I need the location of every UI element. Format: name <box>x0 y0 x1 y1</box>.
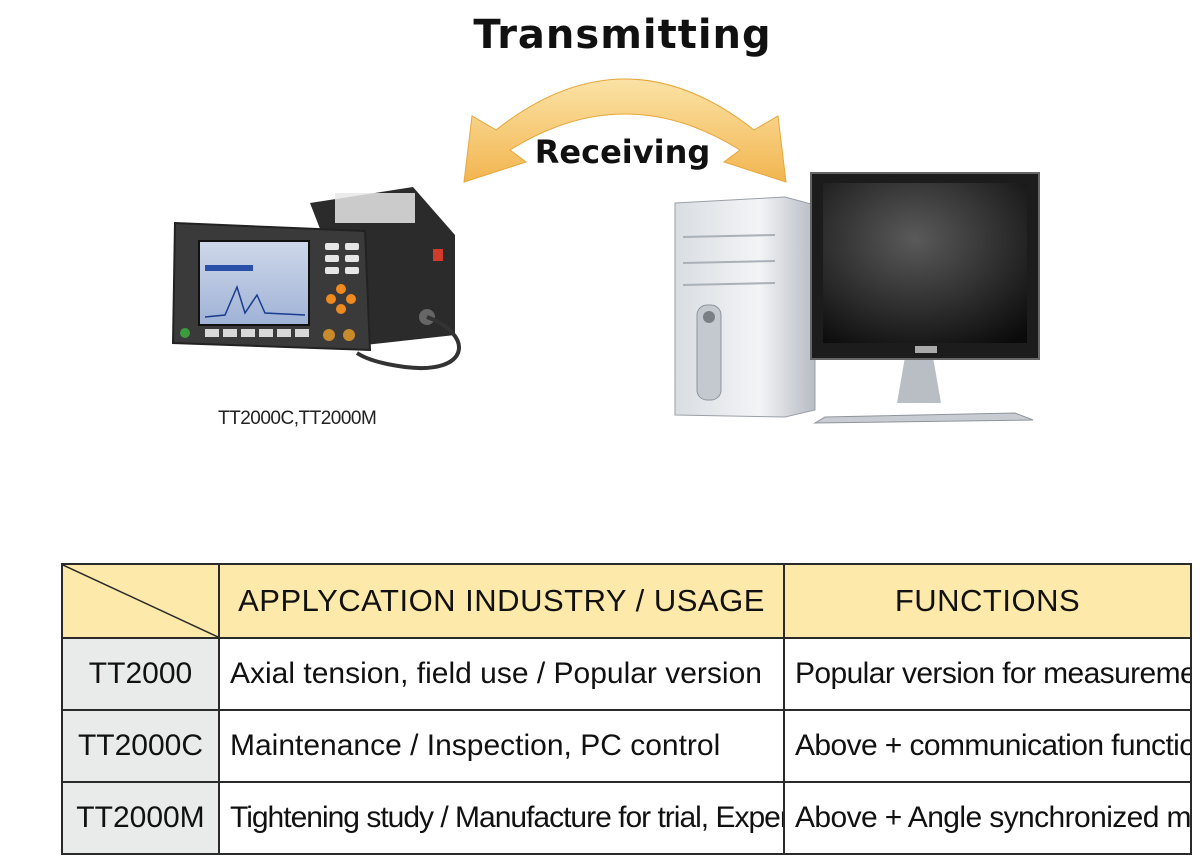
transmitting-label: Transmitting <box>473 12 772 58</box>
functions-cell: Above + communication function <box>783 709 1192 783</box>
model-cell: TT2000 <box>61 637 220 711</box>
table-header-row: APPLYCATION INDUSTRY / USAGE FUNCTIONS <box>61 563 1192 639</box>
usage-header: APPLYCATION INDUSTRY / USAGE <box>218 563 785 639</box>
table-row: TT2000C Maintenance / Inspection, PC con… <box>61 709 1192 783</box>
table-row: TT2000M Tightening study / Manufacture f… <box>61 781 1192 855</box>
model-cell: TT2000C <box>61 709 220 783</box>
functions-header: FUNCTIONS <box>783 563 1192 639</box>
table-row: TT2000 Axial tension, field use / Popula… <box>61 637 1192 711</box>
usage-cell: Tightening study / Manufacture for trial… <box>218 781 785 855</box>
bidirectional-arrow-icon <box>463 78 787 183</box>
usage-cell: Axial tension, field use / Popular versi… <box>218 637 785 711</box>
model-comparison-table: APPLYCATION INDUSTRY / USAGE FUNCTIONS T… <box>61 563 1192 855</box>
computer-image <box>674 172 1040 424</box>
functions-cell: Above + Angle synchronized mode <box>783 781 1192 855</box>
measuring-device-image <box>171 187 461 371</box>
device-caption: TT2000C,TT2000M <box>218 408 377 429</box>
functions-cell: Popular version for measurement only <box>783 637 1192 711</box>
model-cell: TT2000M <box>61 781 220 855</box>
corner-cell <box>61 563 220 639</box>
receiving-label: Receiving <box>534 133 711 171</box>
usage-cell: Maintenance / Inspection, PC control <box>218 709 785 783</box>
